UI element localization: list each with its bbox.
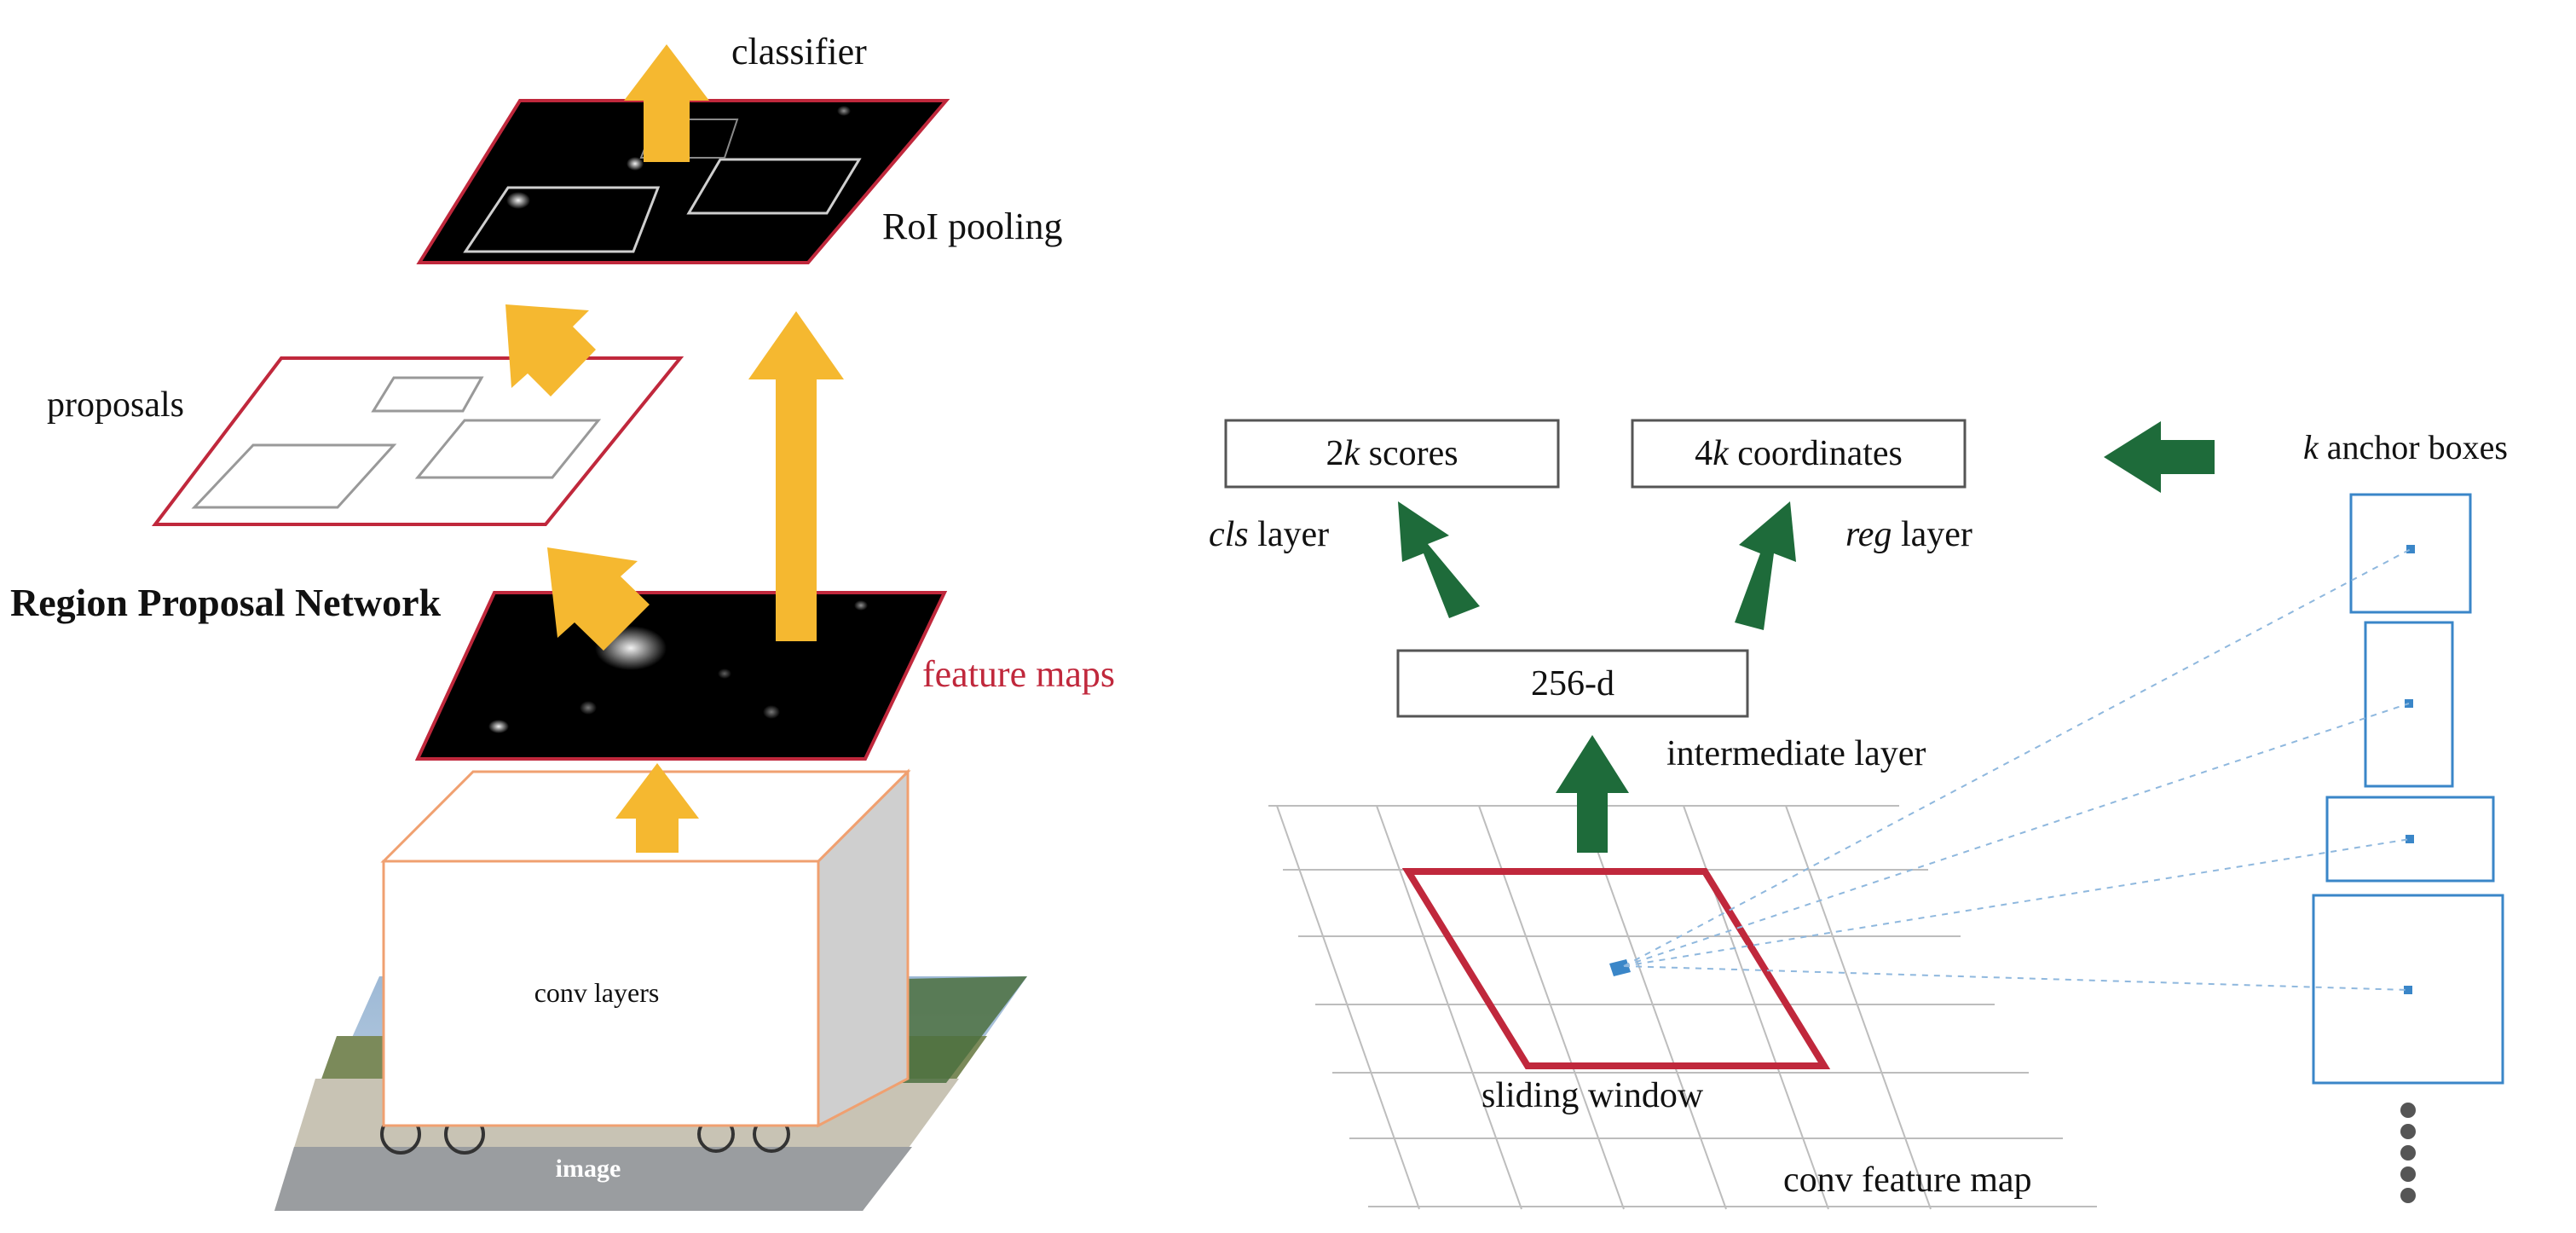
intermediate-dim-text: 256-d [1531, 664, 1614, 703]
sliding-window-label: sliding window [1481, 1076, 1704, 1115]
feature-maps-label: feature maps [922, 653, 1115, 695]
proposals-to-roi-arrow [505, 304, 596, 397]
feature-to-proposals-arrow [547, 547, 650, 651]
anchor-rest: anchor boxes [2319, 428, 2508, 466]
cls-layer-label: cls layer [1209, 515, 1329, 554]
coordinates-text: 4k coordinates [1695, 434, 1903, 473]
cls-rest: layer [1249, 515, 1329, 554]
scores-box [1224, 419, 1560, 489]
coords-k: k [1713, 434, 1730, 473]
intermediate-to-reg-arrow [1735, 501, 1796, 630]
scores-text: 2k scores [1326, 434, 1458, 473]
window-to-intermediate-arrow [1556, 735, 1629, 853]
anchor-box-2 [2364, 621, 2454, 788]
feature-maps-plane [414, 591, 948, 761]
intermediate-to-cls-arrow [1398, 501, 1480, 618]
right-panel: sliding window conv feature map 256-d in… [1209, 419, 2508, 1210]
coords-num: 4 [1695, 434, 1713, 473]
conv-to-feature-arrow [615, 763, 699, 853]
conv-feature-map-grid [1268, 805, 2097, 1210]
coords-word: coordinates [1729, 434, 1903, 473]
left-panel: image conv layers feature maps prop [10, 31, 1115, 1211]
image-label: image [556, 1155, 621, 1183]
coordinates-box [1631, 419, 1967, 489]
intermediate-layer-box [1396, 649, 1749, 718]
more-anchors-ellipsis [2400, 1103, 2416, 1203]
window-center-point [1609, 959, 1631, 976]
anchor-boxes [2312, 493, 2504, 1085]
anchor-box-3 [2325, 796, 2495, 883]
conv-feature-map-label: conv feature map [1783, 1161, 2032, 1200]
feature-to-roi-arrow [748, 311, 844, 641]
proposals-plane [151, 356, 684, 526]
proposals-label: proposals [47, 385, 184, 425]
scores-word: scores [1360, 434, 1458, 473]
reg-italic: reg [1845, 515, 1892, 554]
anchor-projection-lines [1623, 548, 2411, 991]
rpn-label: Region Proposal Network [10, 581, 442, 624]
cls-italic: cls [1209, 515, 1249, 554]
roi-pooling-plane [416, 99, 950, 264]
roi-to-classifier-arrow [624, 44, 709, 162]
anchor-boxes-label: k anchor boxes [2303, 428, 2508, 466]
conv-layers-label: conv layers [534, 977, 660, 1008]
classifier-label: classifier [731, 31, 867, 72]
reg-layer-label: reg layer [1845, 515, 1972, 554]
intermediate-layer-label: intermediate layer [1666, 734, 1926, 773]
reg-rest: layer [1892, 515, 1972, 554]
anchor-k: k [2303, 428, 2319, 466]
anchor-to-coords-arrow [2104, 421, 2215, 493]
anchor-box-4 [2312, 894, 2504, 1085]
scores-num: 2 [1326, 434, 1343, 473]
roi-pooling-label: RoI pooling [882, 206, 1062, 247]
sliding-window [1401, 868, 1831, 1069]
conv-layers-block: conv layers [380, 768, 911, 1128]
scores-k: k [1343, 434, 1360, 473]
anchor-box-1 [2349, 493, 2472, 614]
